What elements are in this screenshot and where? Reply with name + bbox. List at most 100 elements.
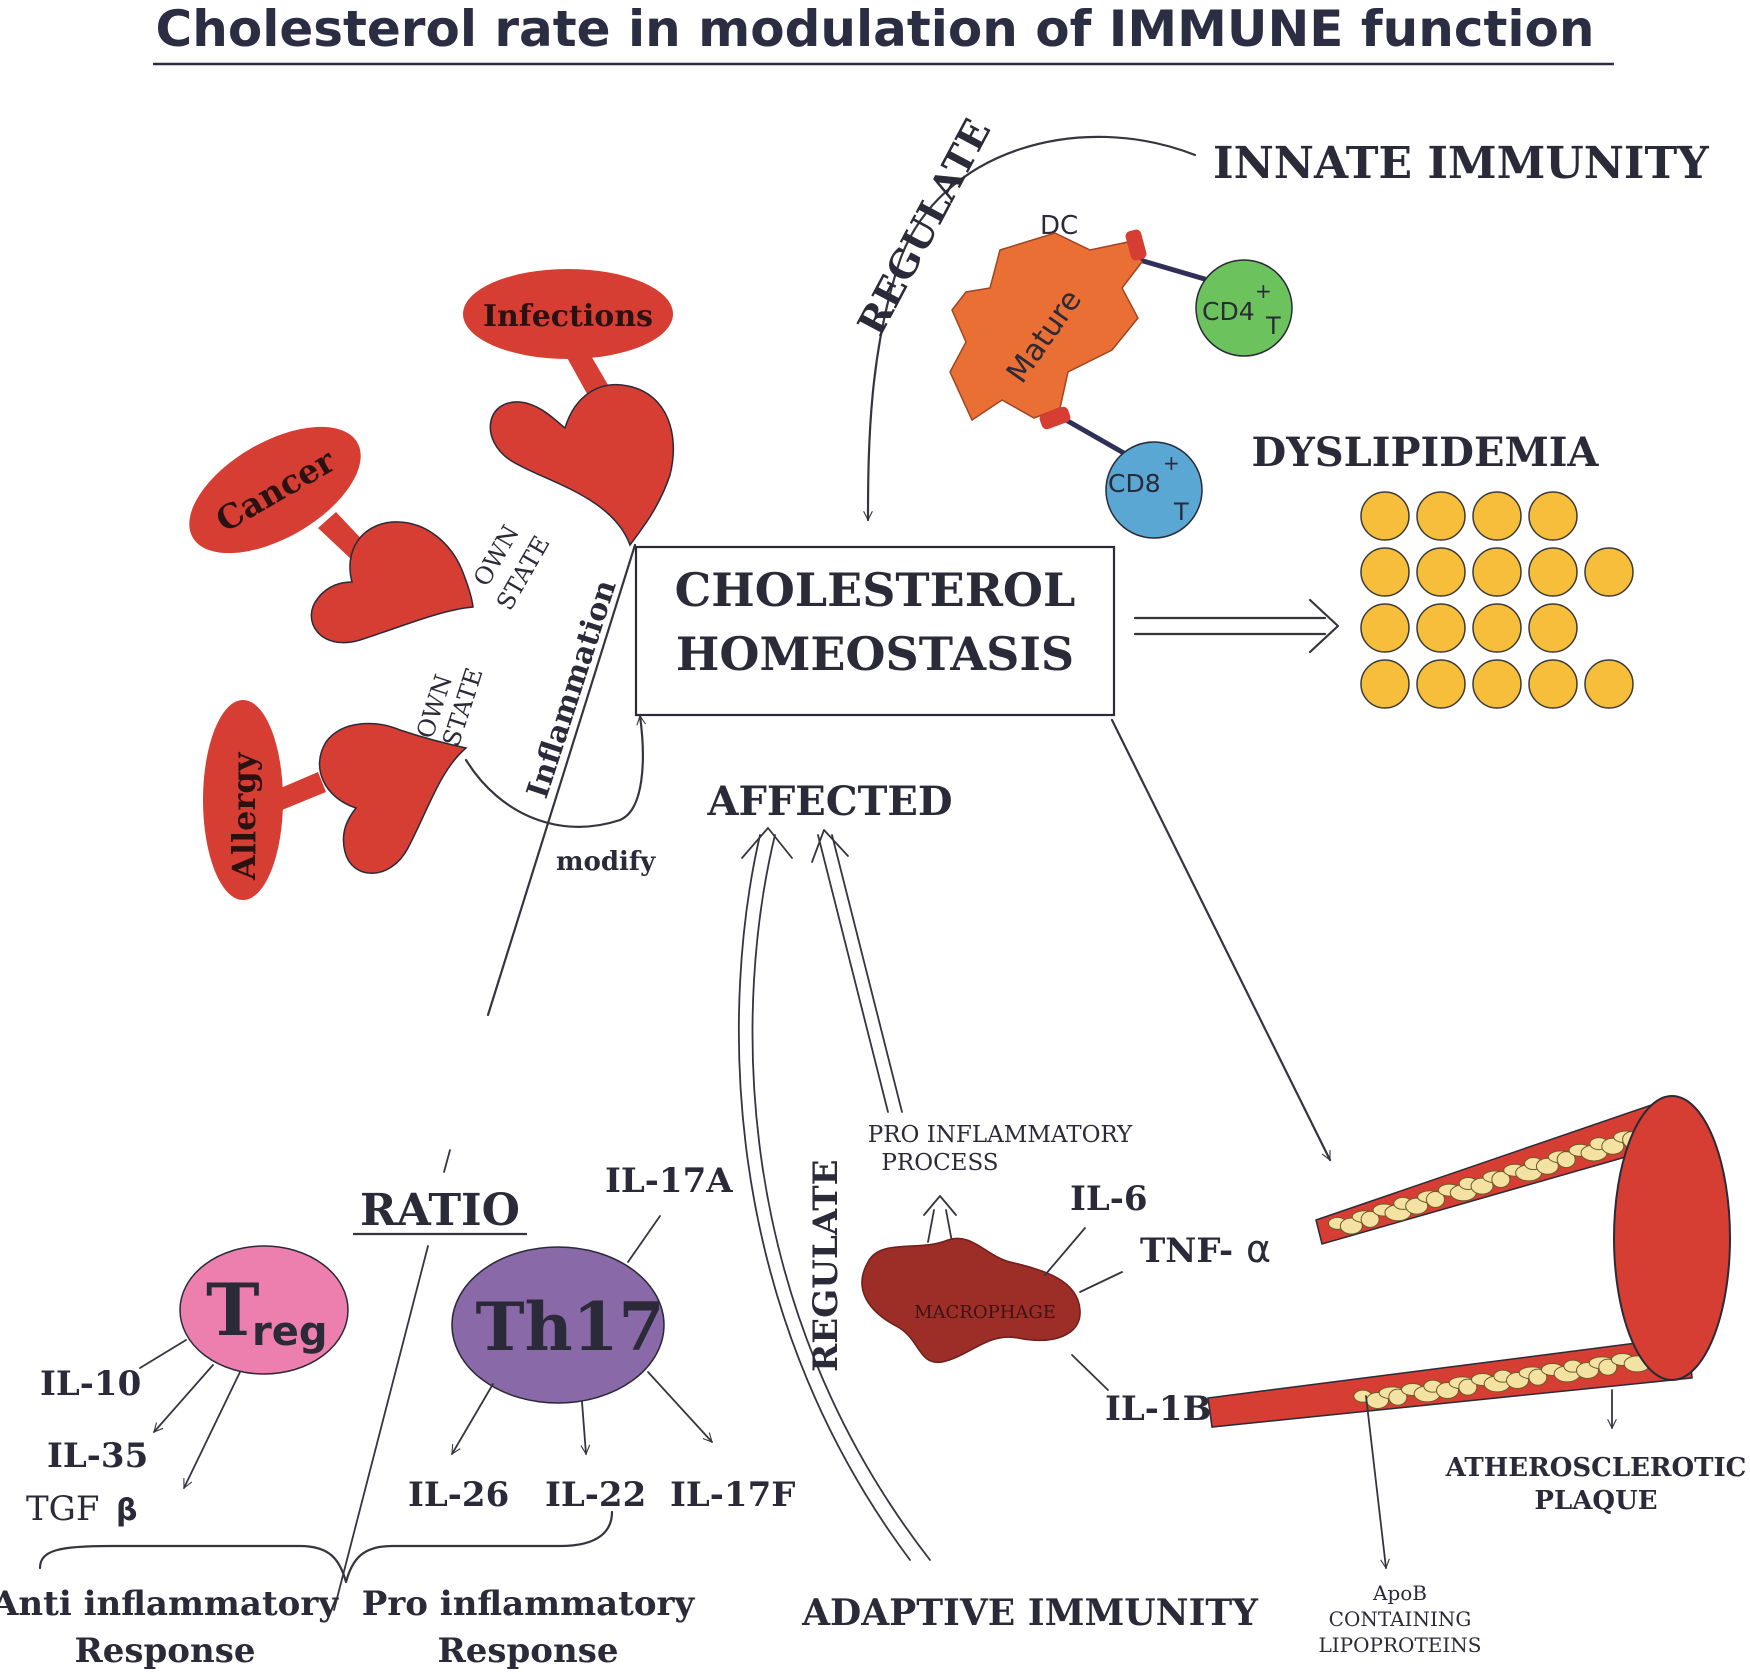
pro-process-tick-1 [927, 1209, 935, 1243]
cd8-plus: + [1163, 451, 1180, 475]
adaptive-immunity-section: ADAPTIVE IMMUNITY RATIO T reg IL-10 IL-3… [0, 1149, 1259, 1671]
dyslipidemia-arrow [1133, 598, 1340, 654]
pro-inflammatory-label-1: PRO INFLAMMATORY [868, 1122, 1133, 1148]
lipid-droplet [1416, 491, 1466, 541]
cd4-plus: + [1255, 279, 1272, 303]
dc-cd4-link [1132, 255, 1209, 283]
lipid-droplet [1360, 491, 1410, 541]
il10-label: IL-10 [40, 1364, 141, 1404]
plaque-deposit [1491, 1171, 1511, 1189]
pro-inflammatory-label-2: PROCESS [881, 1150, 998, 1176]
lipid-droplet [1472, 547, 1522, 597]
dc-receptor-top [1125, 229, 1147, 261]
macrophage-affect-head [811, 829, 849, 863]
dyslipidemia-arrow-head [1308, 598, 1340, 654]
homeostasis-line1: CHOLESTEROL [675, 563, 1076, 617]
il17f-label: IL-17F [670, 1475, 795, 1515]
apob-arrow [1365, 1395, 1386, 1568]
lipid-droplet [1360, 547, 1410, 597]
lipid-droplet [1528, 659, 1578, 709]
cd8-t-cell [1105, 441, 1203, 539]
lipid-droplet [1584, 659, 1634, 709]
diagram-title: Cholesterol rate in modulation of IMMUNE… [156, 0, 1595, 58]
treg-label-main: T [206, 1267, 260, 1352]
il1b-line [1071, 1354, 1109, 1391]
cd4-t-cell [1195, 259, 1293, 357]
cholesterol-homeostasis-box: CHOLESTEROL HOMEOSTASIS AFFECTED [634, 545, 1116, 825]
allergy-heart [318, 722, 468, 874]
infections-label: Infections [483, 299, 653, 334]
homeostasis-frame [634, 545, 1116, 717]
tnf-label: TNF- [1140, 1231, 1233, 1271]
plaque-deposits-upper [1327, 1130, 1642, 1235]
il6-line [1044, 1227, 1086, 1276]
plaque-deposit [1598, 1358, 1618, 1376]
plaque-deposit [1528, 1368, 1548, 1386]
plaque-deposits-lower [1353, 1353, 1651, 1409]
il22-label: IL-22 [545, 1475, 646, 1515]
modify-arrow [464, 716, 643, 828]
inflammation-line [486, 543, 637, 1017]
allergy-label: Allergy [225, 751, 263, 881]
il17a-line [627, 1215, 661, 1263]
lipid-droplet [1472, 491, 1522, 541]
lipid-droplet [1472, 659, 1522, 709]
modify-label: modify [556, 847, 656, 877]
dyslipidemia-label: DYSLIPIDEMIA [1252, 429, 1600, 476]
lipid-droplet [1416, 659, 1466, 709]
dyslipidemia-section: DYSLIPIDEMIA [1252, 429, 1634, 709]
macrophage-section: PRO INFLAMMATORY PROCESS MACROPHAGE IL-6… [861, 1122, 1271, 1429]
pro-process-tick-2 [945, 1209, 953, 1243]
affected-arrows: REGULATE [737, 827, 931, 1561]
cd8-label: CD8 [1108, 469, 1161, 498]
lipid-droplet [1472, 603, 1522, 653]
affected-label: AFFECTED [706, 778, 952, 825]
il35-label: IL-35 [47, 1436, 148, 1476]
macrophage-label: MACROPHAGE [914, 1302, 1056, 1323]
homeostasis-to-plaque-arrow [1110, 718, 1332, 1160]
adaptive-arrow-outer [751, 834, 931, 1561]
tnf-line [1079, 1271, 1123, 1293]
anti-inflammatory-label-2: Response [75, 1631, 256, 1671]
pro-process-head [923, 1195, 957, 1216]
plaque-deposit [1535, 1157, 1559, 1175]
th17-label: Th17 [476, 1288, 665, 1366]
anti-inflammatory-label-1: Anti inflammatory [0, 1584, 339, 1624]
cd4-label: CD4 [1202, 297, 1255, 326]
response-brace [38, 1510, 614, 1584]
il26-label: IL-26 [408, 1475, 509, 1515]
tgf-arrow [183, 1371, 241, 1488]
cancer-bubble [189, 426, 361, 554]
cd4-t-label: T [1265, 312, 1281, 340]
lipid-droplet [1528, 547, 1578, 597]
plaque-label-1: ATHEROSCLEROTIC [1445, 1453, 1747, 1483]
treg-label-sub: reg [252, 1309, 328, 1355]
cd8-t-label: T [1173, 498, 1189, 526]
il17f-arrow [647, 1371, 713, 1442]
il1b-label: IL-1B [1105, 1389, 1211, 1429]
il35-arrow [153, 1364, 214, 1432]
il17a-label: IL-17A [605, 1161, 733, 1201]
artery-opening [1613, 1095, 1731, 1381]
macrophage-affect-line-1 [817, 834, 889, 1113]
lipid-droplet [1584, 547, 1634, 597]
plaque-deposit [1601, 1137, 1625, 1155]
homeostasis-line2: HOMEOSTASIS [676, 627, 1074, 681]
adaptive-immunity-label: ADAPTIVE IMMUNITY [801, 1592, 1259, 1634]
regulate-arrow-top [868, 135, 1197, 520]
il10-line [139, 1339, 187, 1369]
plaque-deposit [1360, 1210, 1380, 1228]
cancer-heart [310, 521, 474, 644]
th17-cell [451, 1246, 665, 1404]
plaque-deposit [1405, 1197, 1429, 1215]
artery-section: ATHEROSCLEROTIC PLAQUE ApoB CONTAINING L… [1207, 1095, 1747, 1657]
tgf-label: TGF [26, 1489, 99, 1529]
innate-immunity-label: INNATE IMMUNITY [1213, 138, 1709, 189]
lipid-droplet-grid [1360, 491, 1634, 709]
plaque-deposit [1458, 1378, 1478, 1396]
allergy-stem [276, 772, 326, 810]
tgf-beta: β [116, 1493, 137, 1528]
il22-arrow [582, 1401, 586, 1454]
dc-receptor-bottom [1039, 406, 1071, 430]
